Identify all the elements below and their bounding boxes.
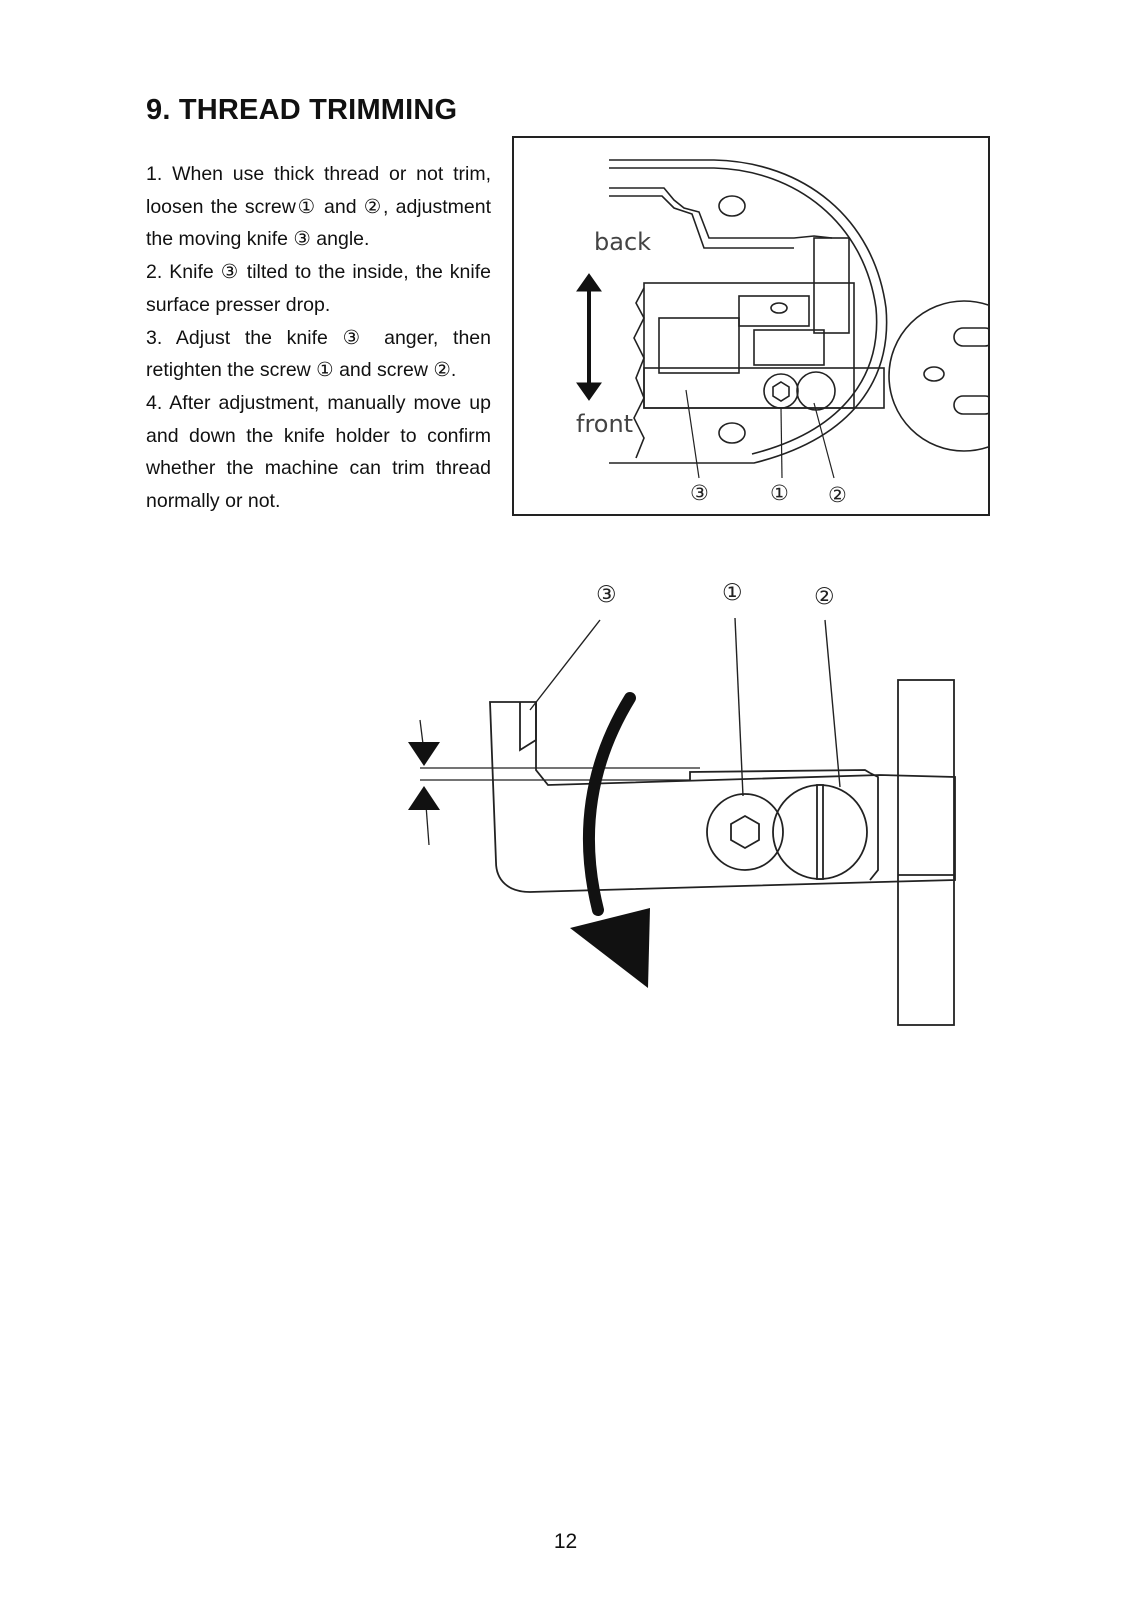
label-back: back bbox=[594, 228, 651, 256]
callout-knife-3: ③ bbox=[690, 481, 709, 505]
callout-knife-3-detail: ③ bbox=[596, 582, 617, 608]
page-number: 12 bbox=[553, 1530, 578, 1553]
callout-screw-1-detail: ① bbox=[722, 580, 743, 606]
step-1: 1. When use thick thread or not trim, lo… bbox=[146, 163, 491, 251]
label-front: front bbox=[576, 410, 633, 438]
page-title: 9. THREAD TRIMMING bbox=[146, 94, 458, 126]
instruction-steps: 1. When use thick thread or not trim, lo… bbox=[146, 158, 491, 518]
callout-screw-1: ① bbox=[770, 481, 789, 505]
callout-screw-2: ② bbox=[828, 483, 847, 507]
step-4: 4. After adjustment, manually move up an… bbox=[146, 391, 491, 513]
knife-angle-adjustment-drawing: ③ ① ② bbox=[408, 580, 956, 1026]
knife-angle-adjustment-figure: ③ ① ② bbox=[400, 580, 980, 1040]
step-3: 3. Adjust the knife ③ anger, then retigh… bbox=[146, 326, 491, 382]
knife-holder-top-view-drawing: back front ③ ① ② bbox=[576, 159, 988, 507]
knife-holder-top-view-figure: back front ③ ① ② bbox=[512, 136, 990, 516]
callout-screw-2-detail: ② bbox=[814, 584, 835, 610]
step-2: 2. Knife ③ tilted to the inside, the kni… bbox=[146, 261, 491, 316]
